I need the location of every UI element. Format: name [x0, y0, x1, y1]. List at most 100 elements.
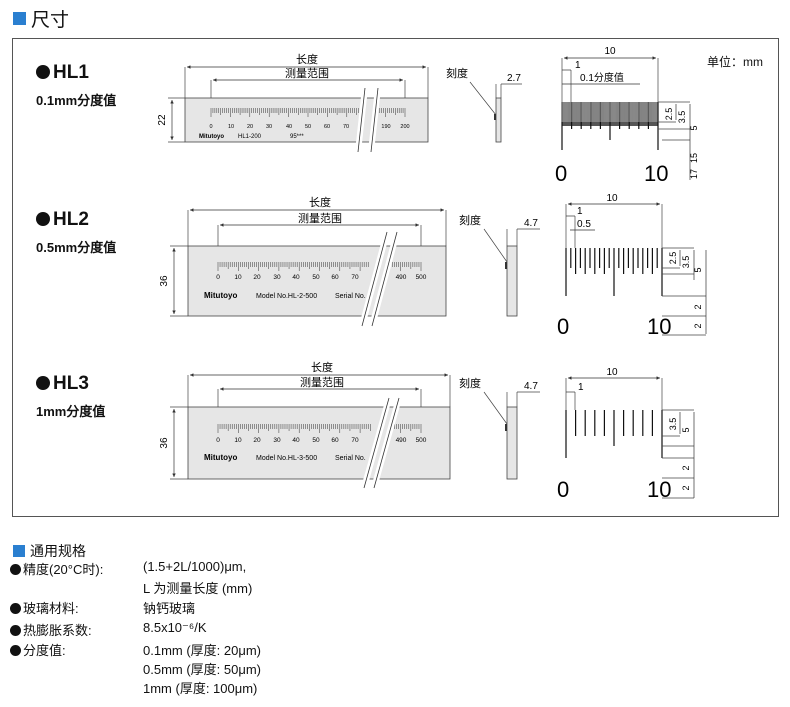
section-hl3: HL3 1mm分度值 — [36, 373, 105, 420]
detail-total: 10 — [606, 367, 618, 378]
scale-label: 10 — [228, 124, 234, 130]
section-subtitle: 1mm分度值 — [36, 404, 106, 419]
unit-label: 单位：mm — [707, 55, 763, 69]
detail-d5: 2 — [681, 485, 691, 490]
range-label: 测量范围 — [285, 66, 329, 80]
scale-label: 50 — [305, 124, 311, 130]
hl2-front-view: 长度 测量范围 0 10 20 30 40 50 60 70 490 500 M… — [159, 195, 447, 327]
range-label: 测量范围 — [298, 211, 342, 225]
brand-label: Mitutoyo — [199, 134, 224, 140]
section-hl1: HL1 0.1mm分度值 — [36, 62, 116, 109]
side-label: 刻度 — [459, 376, 481, 390]
scale-plate — [184, 97, 429, 143]
scale-label: 0 — [216, 274, 220, 281]
detail-d2: 3.5 — [681, 256, 691, 269]
brand-label: Mitutoyo — [204, 291, 237, 300]
bullet-icon — [10, 603, 21, 614]
scale-label: 60 — [331, 437, 339, 444]
spec-label: 玻璃材料: — [23, 601, 79, 616]
scale-label: 70 — [343, 124, 349, 130]
detail-ten: 10 — [647, 314, 671, 339]
spec-value: L 为测量长度 (mm) — [143, 581, 253, 596]
thickness-label: 4.7 — [524, 381, 538, 392]
scale-label: 20 — [247, 124, 253, 130]
spec-header: 通用规格 — [13, 541, 86, 561]
scale-label: 500 — [416, 274, 427, 281]
scale-label: 20 — [253, 437, 261, 444]
detail-unit-mark: 1 — [578, 382, 584, 393]
section-hl2: HL2 0.5mm分度值 — [36, 209, 116, 256]
scale-label: 70 — [351, 274, 359, 281]
hl1-side-view: 刻度 2.7 — [446, 66, 522, 143]
detail-unit-mark: 1 — [577, 206, 583, 217]
header-square-icon — [13, 11, 26, 25]
scale-label: 490 — [396, 437, 407, 444]
detail-zero: 0 — [555, 161, 567, 186]
spec-label: 精度(20°C时): — [23, 562, 104, 577]
detail-total: 10 — [606, 193, 618, 204]
range-label: 测量范围 — [300, 375, 344, 389]
break-mark — [361, 231, 398, 327]
scale-label: 0 — [209, 124, 212, 130]
scale-ticks — [217, 424, 422, 433]
height-label: 36 — [159, 275, 170, 287]
serial-label: Serial No. — [335, 293, 366, 300]
detail-d4: 2 — [681, 465, 691, 470]
spec-value: 0.5mm (厚度: 50μm) — [143, 662, 262, 677]
drawing-canvas: 长度 测量范围 0 10 20 30 40 50 60 70 190 200 M… — [157, 46, 707, 502]
scale-label: 200 — [400, 124, 409, 130]
scale-label: 500 — [416, 437, 427, 444]
section-subtitle: 0.1mm分度值 — [36, 93, 117, 108]
model-label: Model No.HL-3-500 — [256, 455, 317, 462]
detail-d5: 2 — [693, 323, 703, 328]
side-plate — [495, 97, 502, 143]
section-title: HL2 — [53, 209, 89, 230]
detail-d1: 2.5 — [664, 108, 674, 121]
detail-zero: 0 — [557, 314, 569, 339]
scale-label: 10 — [234, 274, 242, 281]
header-title: 尺寸 — [31, 9, 70, 31]
brand-label: Mitutoyo — [204, 453, 237, 462]
side-plate — [506, 406, 518, 480]
section-header: 尺寸 — [13, 7, 70, 31]
bullet-icon — [10, 564, 21, 575]
scale-label: 40 — [286, 124, 292, 130]
detail-d4: 15 — [689, 153, 699, 163]
scale-label: 30 — [273, 437, 281, 444]
scale-plate — [187, 406, 451, 480]
hl1-detail-view: 10 1 0.1分度值 2.5 3.5 5 15 17 0 10 — [555, 46, 699, 186]
serial-label: 95*** — [290, 134, 304, 140]
serial-label: Serial No. — [335, 455, 366, 462]
detail-d3: 5 — [681, 427, 691, 432]
hl3-front-view: 长度 测量范围 0 10 20 30 40 50 60 70 490 500 M… — [159, 360, 451, 489]
detail-d5: 17 — [689, 169, 699, 179]
length-label: 长度 — [296, 52, 318, 66]
scale-ticks — [217, 262, 422, 271]
spec-label: 热膨胀系数: — [23, 623, 92, 638]
detail-division: 0.1分度值 — [580, 71, 624, 84]
spec-square-icon — [13, 545, 25, 557]
detail-d2: 3.5 — [677, 111, 687, 124]
detail-d3: 5 — [693, 267, 703, 272]
spec-value: 0.1mm (厚度: 20μm) — [143, 643, 262, 658]
scale-label: 50 — [312, 437, 320, 444]
break-mark — [363, 397, 400, 489]
detail-ticks — [565, 410, 663, 458]
hl3-side-view: 刻度 4.7 — [459, 376, 540, 480]
scale-label: 190 — [381, 124, 390, 130]
spec-label: 分度值: — [23, 643, 66, 658]
section-subtitle: 0.5mm分度值 — [36, 240, 117, 255]
scale-label: 40 — [292, 437, 300, 444]
scale-label: 30 — [266, 124, 272, 130]
thickness-label: 2.7 — [507, 73, 521, 84]
detail-ticks — [565, 248, 663, 296]
scale-label: 490 — [396, 274, 407, 281]
dimensions-frame — [12, 38, 779, 517]
model-label: HL1-200 — [238, 134, 262, 140]
hl2-detail-view: 10 1 0.5 2.5 3.5 5 2 2 0 10 — [557, 193, 707, 339]
scale-ticks — [210, 108, 406, 117]
detail-zero: 0 — [557, 477, 569, 502]
side-plate — [506, 245, 518, 317]
detail-ten: 10 — [647, 477, 671, 502]
bullet-icon — [10, 645, 21, 656]
